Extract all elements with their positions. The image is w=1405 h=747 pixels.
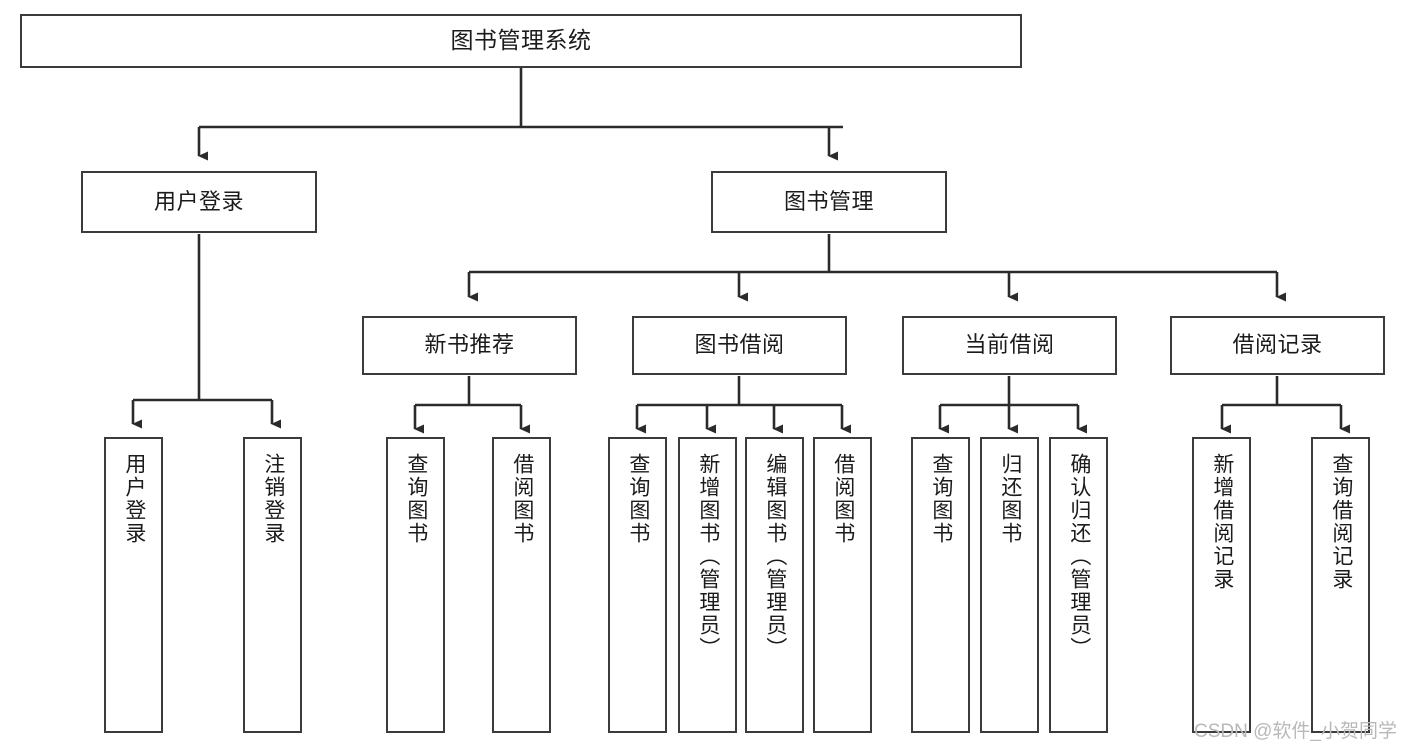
leaf-query-borrow-record[interactable]: 查询借阅记录 xyxy=(1311,437,1370,733)
leaf-add-book-admin[interactable]: 新增图书（管理员） xyxy=(678,437,737,733)
edge-group-user-login xyxy=(131,234,281,429)
node-label: 编辑图书（管理员） xyxy=(763,453,787,660)
node-label: 查询图书 xyxy=(404,453,428,545)
node-label: 借阅记录 xyxy=(1232,332,1323,358)
node-label: 查询图书 xyxy=(929,453,953,545)
node-label: 用户登录 xyxy=(122,453,146,545)
leaf-borrow-book[interactable]: 借阅图书 xyxy=(813,437,872,733)
node-book-borrow[interactable]: 图书借阅 xyxy=(632,316,847,375)
node-label: 借阅图书 xyxy=(831,453,855,545)
node-label: 新书推荐 xyxy=(424,332,515,358)
leaf-user-login[interactable]: 用户登录 xyxy=(104,437,163,733)
node-label: 归还图书 xyxy=(998,453,1022,545)
leaf-return-book[interactable]: 归还图书 xyxy=(980,437,1039,733)
leaf-edit-book-admin[interactable]: 编辑图书（管理员） xyxy=(745,437,804,733)
leaf-query-book-current[interactable]: 查询图书 xyxy=(911,437,970,733)
edge-group-current-borrow xyxy=(938,376,1087,434)
node-user-login[interactable]: 用户登录 xyxy=(81,171,317,233)
node-label: 查询图书 xyxy=(626,453,650,545)
node-label: 注销登录 xyxy=(261,453,285,545)
node-current-borrow[interactable]: 当前借阅 xyxy=(902,316,1117,375)
node-borrow-record[interactable]: 借阅记录 xyxy=(1170,316,1385,375)
node-label: 当前借阅 xyxy=(964,332,1055,358)
leaf-query-book-borrow[interactable]: 查询图书 xyxy=(608,437,667,733)
node-label: 新增借阅记录 xyxy=(1210,453,1234,591)
node-label: 查询借阅记录 xyxy=(1329,453,1353,591)
edge-group-borrow-record xyxy=(1220,376,1350,434)
node-label: 图书管理 xyxy=(783,188,874,214)
leaf-logout[interactable]: 注销登录 xyxy=(243,437,302,733)
edge-group-new-book-recommend xyxy=(413,376,530,434)
node-label: 图书借阅 xyxy=(694,332,785,358)
node-root-book-management-system[interactable]: 图书管理系统 xyxy=(20,14,1022,68)
node-new-book-recommend[interactable]: 新书推荐 xyxy=(362,316,577,375)
leaf-borrow-book-recommend[interactable]: 借阅图书 xyxy=(492,437,551,733)
edge-group-root xyxy=(197,68,843,161)
edge-group-book-borrow xyxy=(635,376,851,434)
edge-group-book-manage xyxy=(467,234,1286,302)
leaf-confirm-return-admin[interactable]: 确认归还（管理员） xyxy=(1049,437,1108,733)
node-label: 用户登录 xyxy=(153,188,244,214)
node-label: 确认归还（管理员） xyxy=(1067,453,1091,660)
leaf-query-book-recommend[interactable]: 查询图书 xyxy=(386,437,445,733)
node-book-manage[interactable]: 图书管理 xyxy=(711,171,947,233)
node-label: 新增图书（管理员） xyxy=(696,453,720,660)
node-label: 借阅图书 xyxy=(510,453,534,545)
leaf-add-borrow-record[interactable]: 新增借阅记录 xyxy=(1192,437,1251,733)
node-label: 图书管理系统 xyxy=(450,27,592,54)
